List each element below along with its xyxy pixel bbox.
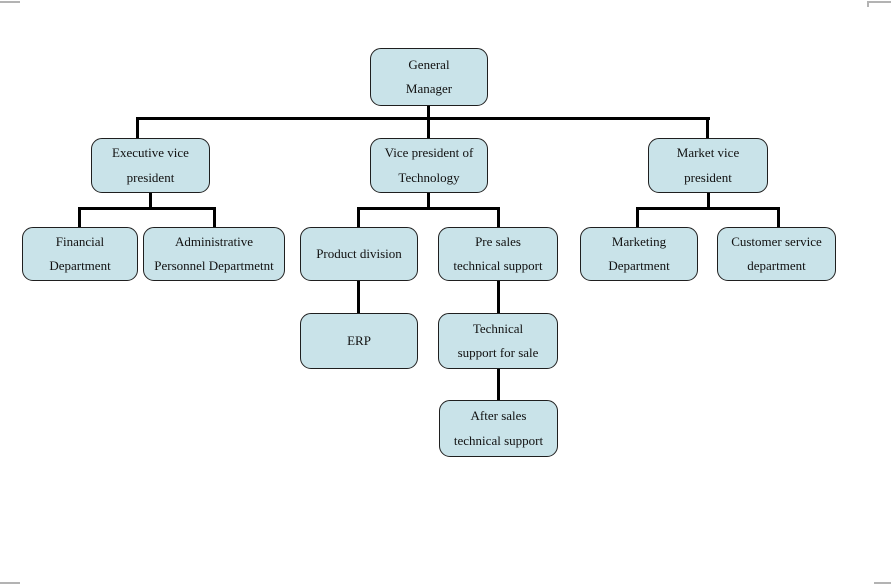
connector-tech-vp-stem bbox=[427, 193, 430, 210]
node-after-sales-technical-support-label: After sales technical support bbox=[453, 408, 544, 448]
node-administrative-personnel-department: Administrative Personnel Departmetnt bbox=[143, 227, 285, 281]
node-general-manager-label: General Manager bbox=[405, 56, 453, 96]
page-border-fragment-top-left bbox=[0, 1, 20, 3]
connector-executive-vp-stem bbox=[149, 193, 152, 210]
page-border-fragment-top-right-tick bbox=[867, 1, 869, 7]
node-technical-support-for-sale-label: Technical support for sale bbox=[457, 320, 539, 360]
node-executive-vice-president-label: Executive vice president bbox=[112, 145, 189, 185]
node-financial-department: Financial Department bbox=[22, 227, 138, 281]
connector-drop-financial bbox=[78, 207, 81, 227]
node-market-vice-president: Market vice president bbox=[648, 138, 768, 193]
node-after-sales-technical-support: After sales technical support bbox=[439, 400, 558, 457]
connector-drop-product bbox=[357, 207, 360, 227]
connector-drop-customer bbox=[777, 207, 780, 227]
page-border-fragment-bottom-left bbox=[0, 582, 20, 584]
node-pre-sales-technical-support-label: Pre sales technical support bbox=[453, 233, 543, 273]
connector-presales-to-tech-support bbox=[497, 281, 500, 313]
connector-drop-marketing bbox=[636, 207, 639, 227]
node-customer-service-department-label: Customer service department bbox=[731, 233, 822, 273]
page-border-fragment-top-right bbox=[867, 1, 891, 3]
node-pre-sales-technical-support: Pre sales technical support bbox=[438, 227, 558, 281]
node-market-vice-president-label: Market vice president bbox=[676, 145, 740, 185]
node-administrative-personnel-department-label: Administrative Personnel Departmetnt bbox=[154, 233, 274, 273]
node-general-manager: General Manager bbox=[370, 48, 488, 106]
connector-drop-admin bbox=[213, 207, 216, 227]
connector-market-vp-stem bbox=[707, 193, 710, 210]
connector-level1-horizontal bbox=[136, 117, 710, 120]
node-erp: ERP bbox=[300, 313, 418, 369]
node-vice-president-of-technology: Vice president of Technology bbox=[370, 138, 488, 193]
node-product-division-label: Product division bbox=[316, 245, 402, 261]
node-product-division: Product division bbox=[300, 227, 418, 281]
connector-market-vp-horizontal bbox=[636, 207, 780, 210]
node-customer-service-department: Customer service department bbox=[717, 227, 836, 281]
connector-tech-vp-horizontal bbox=[357, 207, 500, 210]
connector-tech-support-to-after-sales bbox=[497, 369, 500, 400]
connector-drop-market-vp bbox=[706, 117, 709, 138]
connector-drop-tech-vp bbox=[427, 117, 430, 138]
connector-product-to-erp bbox=[357, 281, 360, 313]
node-technical-support-for-sale: Technical support for sale bbox=[438, 313, 558, 369]
page-border-fragment-bottom-right bbox=[874, 582, 891, 584]
connector-drop-presales bbox=[497, 207, 500, 227]
node-executive-vice-president: Executive vice president bbox=[91, 138, 210, 193]
node-financial-department-label: Financial Department bbox=[49, 233, 111, 273]
node-vice-president-of-technology-label: Vice president of Technology bbox=[384, 145, 474, 185]
node-marketing-department: Marketing Department bbox=[580, 227, 698, 281]
connector-drop-executive-vp bbox=[136, 117, 139, 138]
connector-executive-vp-horizontal bbox=[78, 207, 216, 210]
connector-general-manager-stem bbox=[427, 106, 430, 120]
node-erp-label: ERP bbox=[347, 332, 371, 348]
node-marketing-department-label: Marketing Department bbox=[608, 233, 670, 273]
